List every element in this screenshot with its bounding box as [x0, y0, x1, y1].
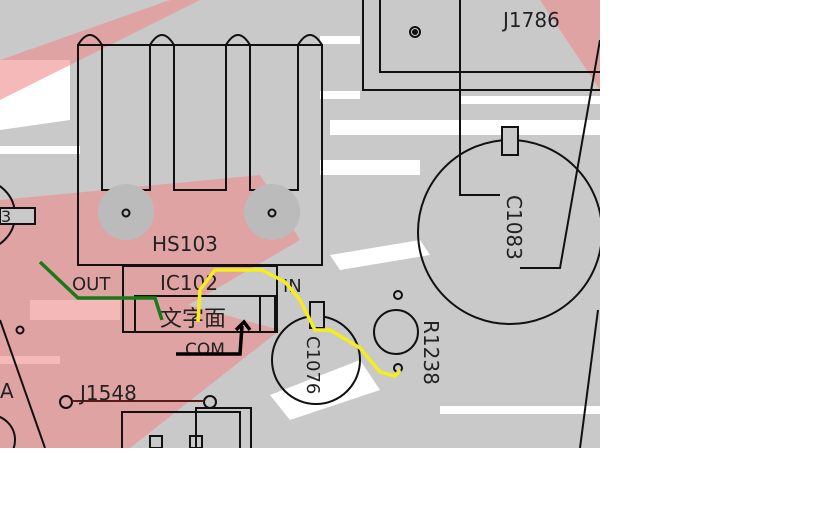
com-label: COM	[185, 340, 225, 360]
j1786-label: J1786	[501, 8, 560, 32]
ic102-label: IC102	[160, 271, 218, 295]
black-annotation-arrow	[176, 319, 252, 356]
c1083-capacitor	[417, 0, 600, 325]
copper-regions	[0, 0, 600, 448]
in-label: IN	[283, 276, 302, 297]
j1786-outline	[362, 0, 600, 91]
heatsink-hs103	[77, 34, 323, 266]
left-partial-components	[0, 185, 599, 448]
hs103-label: HS103	[152, 232, 218, 256]
left-3-label: 3	[1, 207, 11, 226]
c1083-label: C1083	[502, 195, 526, 260]
green-annotation-trace	[38, 260, 164, 321]
yellow-annotation-trace	[196, 268, 402, 378]
left-a-label: A	[0, 379, 14, 403]
silk-side-label: 文字面	[160, 307, 226, 332]
c1076-label: C1076	[302, 336, 323, 394]
out-label: OUT	[72, 274, 111, 295]
c1076-capacitor	[271, 301, 361, 405]
j1548-connector	[59, 395, 252, 448]
j1548-label: J1548	[78, 381, 137, 405]
r1238-label: R1238	[419, 320, 443, 385]
